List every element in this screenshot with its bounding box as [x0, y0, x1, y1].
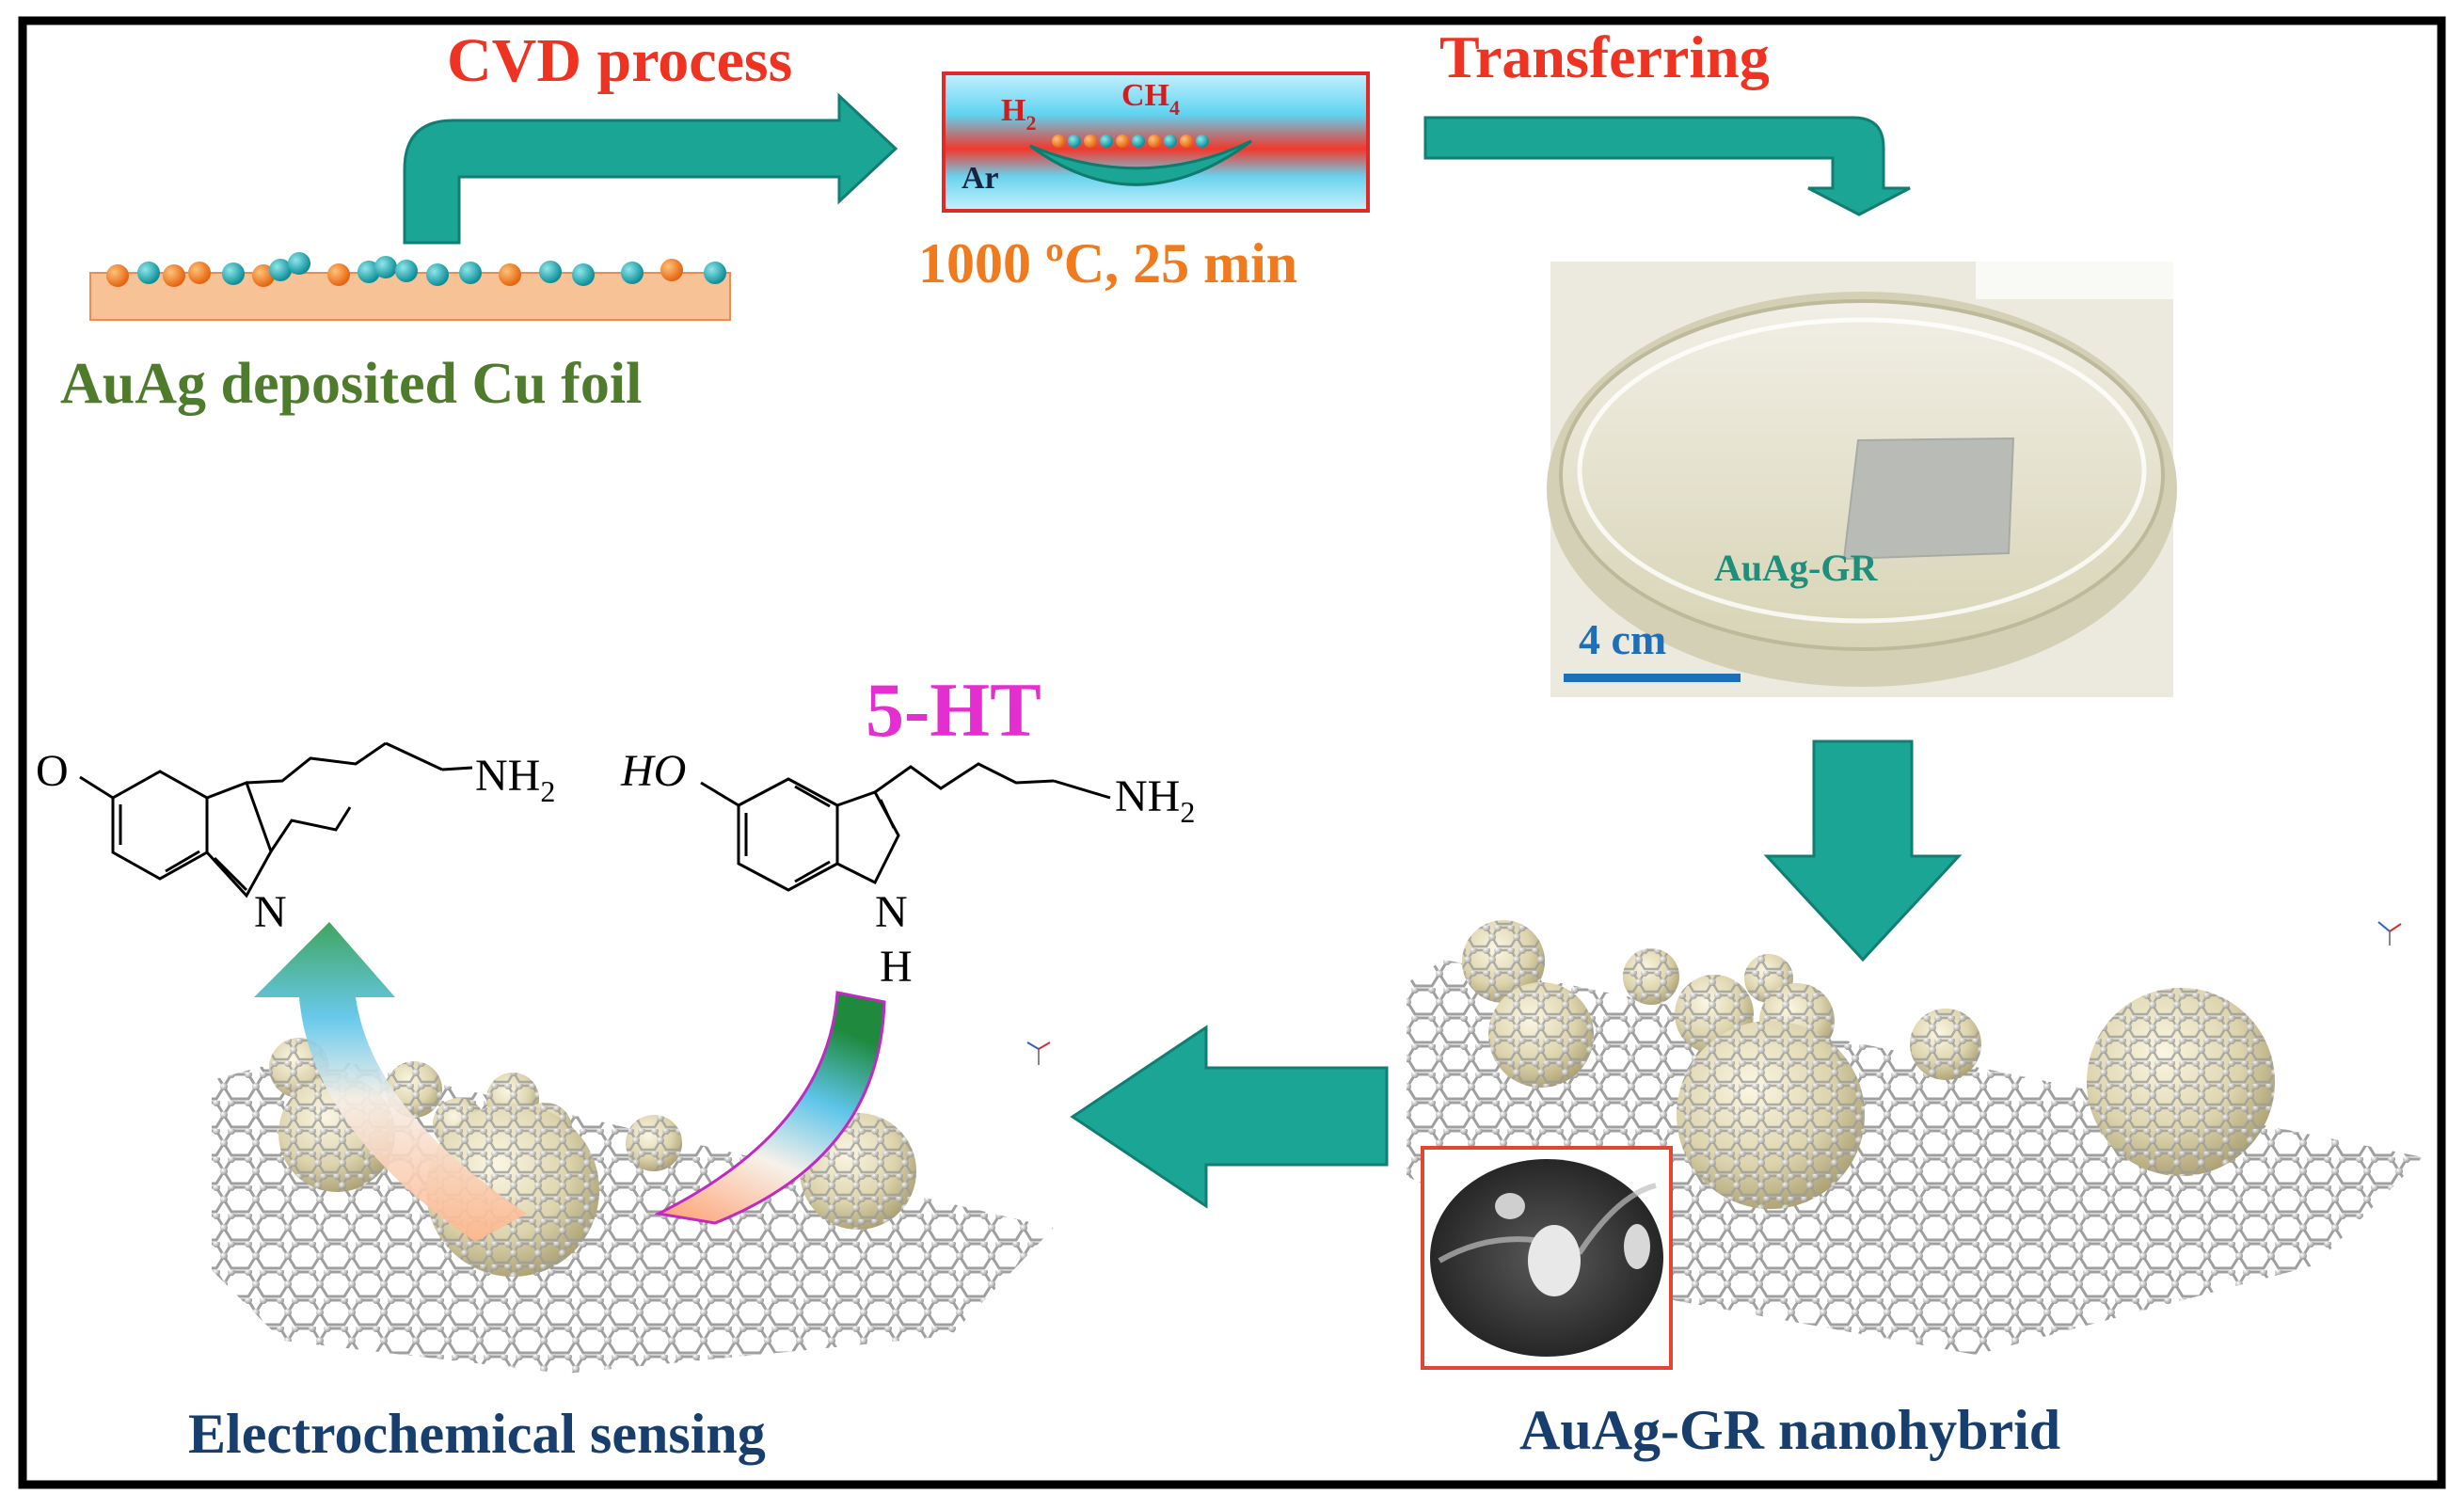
- foil-caption: AuAg deposited Cu foil: [60, 352, 642, 416]
- axis-gizmo: [1026, 1041, 1051, 1065]
- film-label: AuAg-GR: [1714, 547, 1878, 589]
- serotonin-molecule: [700, 762, 1055, 892]
- product-n: N: [254, 887, 287, 937]
- scale-bar-label: 4 cm: [1579, 615, 1666, 663]
- down-arrow-icon: [1423, 116, 1911, 216]
- gas-ar: Ar: [962, 161, 999, 196]
- tem-inset: [1421, 1146, 1673, 1370]
- scale-bar: [1564, 674, 1741, 682]
- analyte-label: 5-HT: [866, 667, 1041, 753]
- auag-particles: [106, 252, 726, 287]
- serotonin-h: H: [880, 942, 913, 992]
- axis-gizmo: [2377, 921, 2402, 946]
- serotonin-n: N: [875, 887, 908, 937]
- graphene-film: [1842, 437, 2015, 561]
- right-arrow-icon: [403, 92, 898, 245]
- gas-h2: H2: [1001, 93, 1036, 135]
- serotonin-ho: HO: [620, 746, 686, 796]
- oxidation-arrow-out: [254, 922, 527, 1242]
- nanohybrid-caption: AuAg-GR nanohybrid: [1519, 1399, 2060, 1461]
- gas-ch4: CH4: [1121, 78, 1180, 119]
- serotonin-nh2: NH2: [1115, 771, 1195, 829]
- sensing-caption: Electrochemical sensing: [188, 1403, 766, 1465]
- transferring-label: Transferring: [1439, 24, 1770, 90]
- cvd-condition: 1000 ºC, 25 min: [918, 232, 1297, 294]
- cvd-process-label: CVD process: [447, 26, 792, 95]
- petri-dish-photo: AuAg-GR 4 cm: [1547, 262, 2177, 697]
- down-arrow-icon: [1763, 739, 1963, 962]
- product-o: O: [36, 746, 69, 796]
- cvd-furnace-tube: H2 CH4 Ar: [942, 72, 1370, 213]
- quartz-boat: [1029, 139, 1252, 186]
- product-molecule: [79, 741, 387, 898]
- cu-foil-group: [89, 252, 731, 321]
- boat-particles: [1052, 135, 1209, 148]
- adsorption-arrow-in: [654, 991, 886, 1225]
- product-nh2: NH2: [475, 751, 555, 808]
- left-arrow-icon: [1070, 1025, 1389, 1209]
